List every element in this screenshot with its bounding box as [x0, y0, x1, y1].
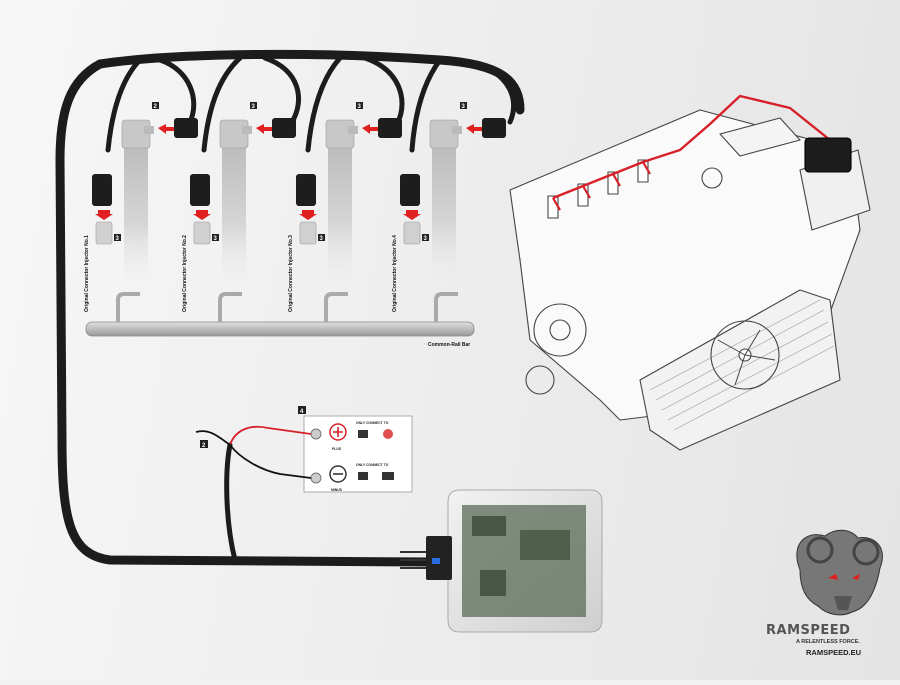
minus-label: MINUS: [331, 488, 343, 492]
negative-terminal: [310, 472, 322, 484]
pulley-icon: [533, 303, 587, 357]
new-plug: [482, 118, 506, 138]
arrow-icon: [466, 124, 482, 134]
only-connect-minus: ONLY CONNECT TO: [356, 463, 389, 467]
plus-label: PLUS: [332, 447, 342, 451]
injector-label: Original Connector Injector No.1: [84, 235, 90, 312]
brand-block: RAMSPEED A RELENTLESS FORCE. RAMSPEED.EU: [766, 529, 883, 657]
original-connector: [296, 174, 316, 206]
step-badge-4: [298, 406, 306, 414]
svg-text:2: 2: [202, 443, 206, 449]
arrow-down-icon: [193, 210, 211, 220]
brand-name: RAMSPEED: [766, 623, 850, 638]
wiring-harness: [55, 49, 525, 567]
ram-head-logo: [796, 529, 883, 616]
original-connector: [190, 174, 210, 206]
new-plug: [378, 118, 402, 138]
injector-label: Original Connector Injector No.4: [392, 235, 398, 312]
engine-module: [804, 137, 852, 173]
step-badge: 3: [252, 104, 256, 110]
arrow-icon: [362, 124, 378, 134]
svg-text:4: 4: [300, 409, 304, 415]
minus-icon: [329, 465, 347, 483]
arrow-down-icon: [299, 210, 317, 220]
rail-label: Common-Rail Bar: [428, 342, 470, 348]
minus-connector-icon: [358, 472, 368, 480]
new-plug: [174, 118, 198, 138]
battery-panel: 4 PLUS MINUS ONLY CONNECT TO ONLY CONNEC…: [195, 406, 413, 493]
fuse-icon: [383, 429, 393, 439]
fan-icon: [710, 320, 780, 390]
arrow-icon: [256, 124, 272, 134]
only-connect-plus: ONLY CONNECT TO: [356, 421, 389, 425]
common-rail: Common-Rail Bar: [85, 292, 475, 348]
brand-url: RAMSPEED.EU: [806, 648, 861, 657]
brand-tagline: A RELENTLESS FORCE.: [796, 639, 860, 645]
new-plug: [272, 118, 296, 138]
original-connector: [92, 174, 112, 206]
ecu-module: [400, 489, 603, 633]
injector-1: 2 3 Original Connector Injector No.1: [84, 102, 198, 312]
step-badge: 3: [462, 104, 466, 110]
step-badge: 3: [214, 236, 218, 242]
step-badge: 3: [116, 236, 120, 242]
engine-illustration: [509, 94, 871, 451]
step-badge: 3: [358, 104, 362, 110]
step-badge: 2: [154, 104, 158, 110]
arrow-down-icon: [403, 210, 421, 220]
injector-label: Original Connector Injector No.3: [288, 235, 294, 312]
step-badge: 3: [424, 236, 428, 242]
injector-label: Original Connector Injector No.2: [182, 235, 188, 312]
arrow-down-icon: [95, 210, 113, 220]
positive-terminal: [310, 428, 322, 440]
original-connector: [400, 174, 420, 206]
plus-icon: [329, 423, 347, 441]
ground-connector-icon: [382, 472, 394, 480]
arrow-icon: [158, 124, 174, 134]
plus-connector-icon: [358, 430, 368, 438]
step-badge-2: [200, 440, 208, 448]
step-badge: 3: [320, 236, 324, 242]
